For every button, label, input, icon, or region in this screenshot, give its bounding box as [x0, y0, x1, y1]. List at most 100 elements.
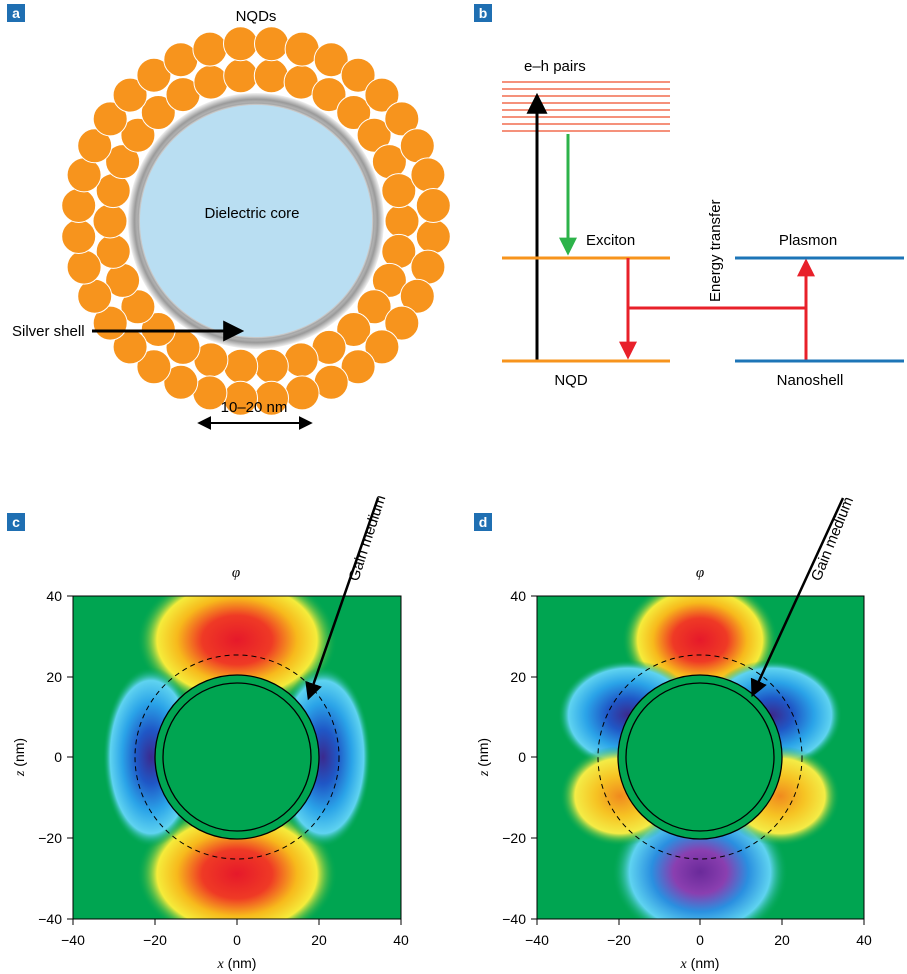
nqd-particle [415, 188, 451, 223]
nqd-particle [399, 278, 435, 314]
badge-c-text: c [12, 514, 20, 530]
gain-medium-label-d: Gain medium [808, 494, 857, 583]
nqd-particle [336, 312, 372, 347]
nqd-particle [313, 42, 349, 78]
ytick-label: −20 [502, 830, 526, 846]
panel-d: d φ −40 −20 0 20 40 40 20 [474, 494, 872, 972]
gain-boundary-c [134, 654, 340, 860]
nqd-particle [120, 117, 156, 153]
nqd-particles [61, 26, 451, 416]
ytick-label: −40 [502, 911, 526, 927]
nqd-particle [92, 203, 128, 239]
nqd-particle [384, 101, 420, 137]
nqd-particle [384, 203, 420, 239]
exciton-label: Exciton [586, 232, 635, 249]
nqd-particle [340, 57, 376, 93]
panel-c: c φ −40 −20 0 20 40 40 20 0 −2 [7, 493, 409, 972]
nqd-label: NQD [554, 372, 588, 389]
ytick-label: 40 [46, 588, 62, 604]
xtick-label: −40 [61, 932, 85, 948]
nqd-particle [356, 289, 392, 325]
ytick-label: −20 [38, 830, 62, 846]
yticklabels-c: 40 20 0 −20 −40 [38, 588, 62, 927]
nqd-particle [364, 77, 400, 113]
xtick-label: −20 [143, 932, 167, 948]
ytick-label: 20 [46, 669, 62, 685]
nqd-particle [112, 77, 148, 113]
size-label: 10–20 nm [221, 399, 288, 416]
xtick-label: 20 [774, 932, 790, 948]
nqd-particle [223, 26, 258, 62]
nqd-particle [336, 95, 372, 130]
nqd-particle [223, 58, 259, 94]
xtick-label: 40 [856, 932, 872, 948]
nqd-particle [371, 262, 407, 298]
badge-b-text: b [479, 5, 488, 21]
energy-transfer-label: Energy transfer [707, 199, 724, 302]
ytick-label: 0 [518, 749, 526, 765]
nqd-particle [384, 305, 420, 341]
nqd-particle [311, 77, 347, 113]
nqd-particle [364, 329, 400, 365]
ticks-d [531, 595, 865, 925]
ytick-label: 20 [510, 669, 526, 685]
nqd-particle [61, 188, 97, 223]
nanoshell-label: Nanoshell [777, 372, 844, 389]
gain-boundary-d [597, 654, 803, 860]
nqd-particle [66, 249, 102, 285]
panel-b: b e–h pairs Exciton NQD Energy transfer … [474, 4, 904, 389]
xtick-label: 40 [393, 932, 409, 948]
nqd-particle [415, 219, 451, 254]
nqd-particle [253, 58, 289, 94]
xlabel-c: x (nm) [217, 955, 257, 972]
nqd-particle [253, 348, 289, 384]
ytick-label: −40 [38, 911, 62, 927]
badge-d-text: d [479, 514, 488, 530]
xlabel-d: x (nm) [680, 955, 720, 972]
silver-shell-inner-edge [137, 102, 375, 340]
nqd-particle [120, 289, 156, 325]
xtick-label: 20 [311, 932, 327, 948]
nqd-particle [284, 375, 320, 411]
nqd-particle [92, 101, 128, 137]
xticklabels-c: −40 −20 0 20 40 [61, 932, 409, 948]
nqd-particle [340, 349, 376, 385]
nqd-particle [136, 57, 172, 93]
yticklabels-d: 40 20 0 −20 −40 [502, 588, 526, 927]
nqd-particle [192, 31, 228, 67]
gain-medium-arrow-c [305, 497, 380, 701]
ytick-label: 0 [54, 749, 62, 765]
nqd-particle [140, 95, 176, 130]
xtick-label: 0 [696, 932, 704, 948]
nqd-particle [410, 157, 446, 193]
phi-label-c: φ [232, 565, 240, 581]
nqd-particle [223, 348, 259, 384]
nqds-label: NQDs [236, 8, 277, 25]
shell-outer-c [154, 674, 320, 840]
nqd-particle [163, 364, 199, 400]
badge-b [474, 4, 492, 22]
xtick-label: 0 [233, 932, 241, 948]
panel-a: a NQDs Dielectric core Silver shell 10–2… [7, 4, 451, 430]
gain-medium-label-c: Gain medium [346, 493, 390, 583]
core-label: Dielectric core [204, 205, 299, 222]
field-map-d [537, 596, 864, 919]
plasmon-label: Plasmon [779, 232, 837, 249]
ylabel-c: z (nm) [11, 738, 28, 777]
ticks-c [67, 595, 402, 925]
nqd-particle [254, 26, 289, 62]
phi-label-d: φ [696, 565, 704, 581]
nqd-particle [77, 128, 113, 164]
eh-pairs-label: e–h pairs [524, 58, 586, 75]
nqd-particle [283, 342, 319, 378]
nqd-particle [381, 173, 417, 209]
shell-inner-c [162, 682, 312, 832]
dielectric-core [140, 105, 372, 337]
nqd-particle [95, 233, 131, 269]
badge-c [7, 513, 25, 531]
nqd-particle [105, 144, 141, 180]
ylabel-d: z (nm) [475, 738, 492, 777]
silver-shell-label: Silver shell [12, 323, 85, 340]
ytick-label: 40 [510, 588, 526, 604]
